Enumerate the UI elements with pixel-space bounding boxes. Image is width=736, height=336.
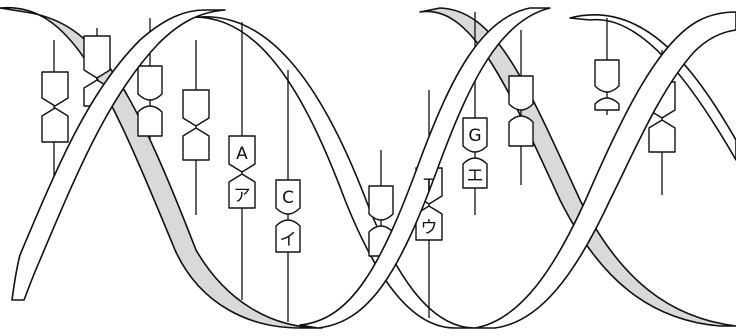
front-strand-segment-2 <box>299 7 551 329</box>
unlabeled-base-pairs <box>41 35 676 257</box>
base-pair-10 <box>508 75 534 147</box>
labeled-base-pairs <box>228 117 488 253</box>
label-t: T <box>423 176 435 196</box>
base-labels: A ア C イ T ウ G エ <box>234 126 484 250</box>
label-t-pair: ウ <box>421 218 438 238</box>
base-g-block <box>462 117 488 153</box>
base-pair-3 <box>137 65 163 137</box>
front-strand-segment-1 <box>11 9 226 301</box>
base-g-pair-block <box>462 157 488 189</box>
base-pair-a <box>228 135 256 209</box>
label-a: A <box>236 144 248 164</box>
base-c-block <box>275 179 301 215</box>
label-g-pair: エ <box>467 166 484 186</box>
front-strand <box>11 7 736 329</box>
base-c-pair-block <box>275 219 301 253</box>
label-c-pair: イ <box>280 230 297 250</box>
base-pair-11 <box>594 59 620 111</box>
back-strand-segment-4 <box>569 13 736 161</box>
base-pair-7 <box>368 185 394 257</box>
base-a-pair-block <box>228 173 256 209</box>
base-t-pair-block <box>415 205 443 241</box>
label-g: G <box>468 126 481 146</box>
base-pair-4 <box>182 89 210 161</box>
base-pair-g <box>462 117 488 189</box>
base-a-block <box>228 135 256 173</box>
label-a-pair: ア <box>234 186 251 206</box>
label-c: C <box>282 188 294 208</box>
base-pair-1 <box>41 71 69 143</box>
base-pair-c <box>275 179 301 253</box>
front-strand-segment-3 <box>474 11 736 329</box>
